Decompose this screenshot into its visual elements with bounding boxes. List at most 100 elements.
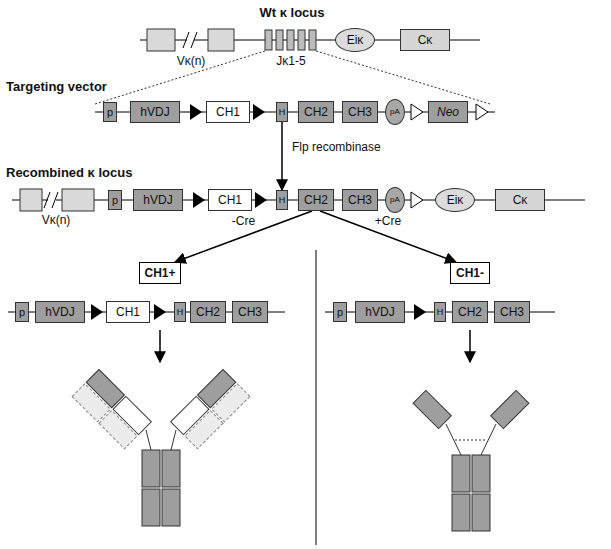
hinge-line [171, 430, 176, 450]
enhancer-ellipse: Eiκ [435, 188, 475, 212]
row-heading: Targeting vector [6, 80, 107, 95]
expression-arrow [469, 330, 471, 362]
arrow-label: +Cre [373, 215, 403, 229]
segment-label: pA [390, 108, 400, 116]
constant-box: Cκ [495, 189, 545, 211]
vh-domain [491, 390, 529, 428]
segment-label: Cκ [418, 34, 433, 46]
constant-domain [162, 489, 180, 526]
loxp-site [255, 192, 267, 208]
gene-segment-box: hVDJ [35, 301, 85, 323]
constant-domain [142, 489, 160, 526]
segment-label: CH3 [348, 106, 372, 118]
constant-domain [472, 455, 490, 492]
segment-label: Neo [437, 106, 459, 118]
segment-label: p [19, 307, 25, 318]
segment-label: hVDJ [143, 194, 172, 206]
hinge-line [446, 424, 461, 455]
segment-label: hVDJ [365, 306, 394, 318]
segment-label: CH1- [456, 267, 484, 279]
gene-segment-box: CH3 [232, 301, 268, 323]
gene-segment-box: p [108, 190, 122, 210]
ch1-exon-box: CH1 [206, 101, 250, 123]
segment-label: Eiκ [447, 194, 464, 206]
j-segment [276, 30, 283, 50]
process-arrow [320, 211, 456, 262]
arrow-label: -Cre [230, 215, 257, 229]
segment-label: H [279, 108, 286, 117]
v-segment [62, 189, 94, 211]
light-chain [185, 411, 223, 449]
j-segment [287, 30, 294, 50]
v-segment [208, 29, 234, 51]
fab-arm [72, 370, 151, 449]
gene-segment-box: hVDJ [133, 189, 183, 211]
fab-arm [171, 370, 250, 449]
j-segment [309, 30, 316, 50]
constant-domain [452, 494, 470, 531]
gene-segment-box: CH2 [190, 301, 226, 323]
hinge-line [146, 430, 151, 450]
break-mark [52, 192, 58, 208]
loxp-site [154, 304, 166, 320]
gene-segment-box: H [174, 302, 186, 322]
gene-segment-box: CH3 [342, 101, 378, 123]
process-arrow [175, 211, 312, 262]
loxp-site [190, 104, 202, 120]
segment-label: Cκ [513, 194, 528, 206]
loxp-site [91, 304, 103, 320]
segment-label: CH3 [238, 306, 262, 318]
divider-line [316, 250, 317, 545]
gene-segment-box: p [103, 102, 117, 122]
gene-segment-box: H [276, 190, 288, 210]
constant-box: Cκ [400, 29, 450, 51]
antibody-heavy-only [413, 390, 529, 531]
homology-line [316, 51, 490, 104]
constant-domain [452, 455, 470, 492]
segment-label: H [437, 308, 444, 317]
j-segment [265, 30, 272, 50]
frt-site [411, 104, 423, 120]
process-arrow [281, 122, 283, 190]
gene-segment-box: CH3 [494, 301, 530, 323]
segment-label: Eiκ [347, 34, 364, 46]
segment-label: CH1 [216, 106, 240, 118]
segment-caption: Jκ1-5 [276, 55, 305, 69]
gene-segment-box: CH2 [298, 101, 334, 123]
segment-label: p [112, 195, 118, 206]
segment-label: p [337, 307, 343, 318]
segment-label: pA [390, 196, 400, 204]
polya-ellipse: pA [385, 187, 405, 213]
gene-segment-box: CH2 [298, 189, 334, 211]
gene-segment-box: p [15, 302, 29, 322]
ch1-exon-box: CH1 [208, 189, 252, 211]
frt-site [476, 104, 488, 120]
segment-label: H [177, 308, 184, 317]
gene-segment-box: p [333, 302, 347, 322]
constant-domain [162, 450, 180, 487]
loxp-site [253, 104, 265, 120]
polya-ellipse: pA [385, 99, 405, 125]
construct-label-box: CH1+ [139, 262, 181, 284]
segment-label: CH2 [304, 194, 328, 206]
vh-arm [491, 390, 529, 428]
gene-segment-box: hVDJ [130, 101, 180, 123]
break-mark [44, 192, 50, 208]
row-heading: Recombined κ locus [6, 166, 132, 181]
j-segment [298, 30, 305, 50]
loxp-site [193, 192, 205, 208]
segment-label: hVDJ [45, 306, 74, 318]
vh-domain [413, 390, 451, 428]
construct-label-box: CH1- [450, 262, 490, 284]
segment-label: CH2 [304, 106, 328, 118]
gene-segment-box: H [434, 302, 446, 322]
segment-label: hVDJ [140, 106, 169, 118]
v-segment [147, 29, 175, 51]
arrow-label: Flp recombinase [290, 141, 383, 155]
frt-site [411, 192, 423, 208]
segment-label: p [107, 107, 113, 118]
segment-label: CH1 [218, 194, 242, 206]
segment-label: CH1 [116, 306, 140, 318]
break-mark [183, 32, 189, 48]
antibody-full [72, 370, 250, 526]
